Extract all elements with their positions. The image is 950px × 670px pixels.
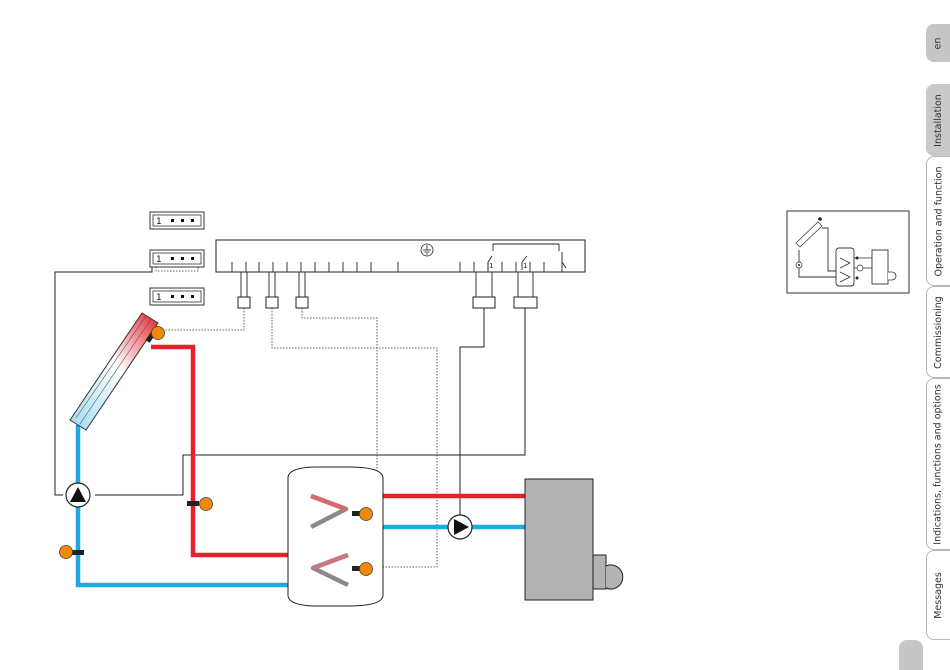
connector-label: 1 — [156, 217, 162, 227]
connector-label: 1 — [156, 293, 162, 303]
solar-collector — [70, 313, 158, 430]
relay-connector-3: 1 — [150, 288, 204, 305]
controller-terminal-strip: 1 1 — [216, 240, 585, 272]
relay-plug-r2 — [514, 297, 537, 308]
tab-installation[interactable]: Installation — [926, 84, 950, 156]
tab-label: Operation and function — [933, 166, 944, 276]
svg-text:1: 1 — [523, 262, 527, 270]
tab-label: Messages — [933, 572, 944, 619]
relay-plug-r1 — [473, 297, 495, 308]
relay-connector-1: 1 — [150, 212, 204, 229]
storage-tank — [288, 467, 383, 606]
sensor-plug-s2 — [266, 297, 278, 308]
system-thumbnail — [787, 211, 909, 293]
solar-pump-icon — [66, 483, 90, 507]
tab-label: Commissioning — [933, 296, 944, 369]
tab-operation-and-function[interactable]: Operation and function — [926, 156, 950, 286]
backup-boiler — [525, 479, 623, 600]
tab-messages[interactable]: Messages — [926, 550, 950, 640]
boiler-pump-icon — [448, 515, 472, 539]
tab-commissioning[interactable]: Commissioning — [926, 286, 950, 378]
language-tab[interactable]: en — [926, 24, 950, 62]
page-number-tab — [899, 640, 923, 670]
svg-text:1: 1 — [489, 262, 493, 270]
sensor-plug-s3 — [296, 297, 308, 308]
sensor-plug-s1 — [238, 297, 250, 308]
tab-label: Installation — [933, 94, 944, 147]
connector-label: 1 — [156, 255, 162, 265]
tab-label: Indications, functions and options — [933, 384, 944, 544]
tab-indications-functions-options[interactable]: Indications, functions and options — [926, 378, 950, 550]
language-label: en — [933, 37, 944, 49]
relay-connector-2: 1 — [150, 250, 204, 267]
